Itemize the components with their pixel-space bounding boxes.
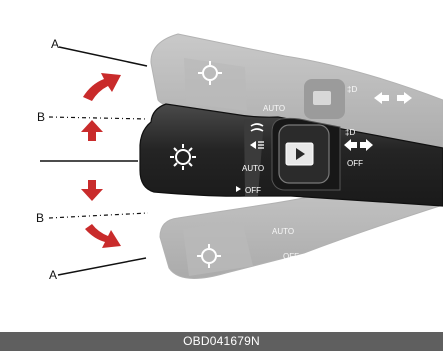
label-a-bottom: A bbox=[49, 268, 57, 282]
off-label: OFF bbox=[245, 186, 261, 195]
label-b-top: B bbox=[37, 110, 45, 124]
figure-code: OBD041679N bbox=[183, 334, 260, 348]
label-b-bottom: B bbox=[36, 211, 44, 225]
ghost-bottom-auto-label: AUTO bbox=[272, 227, 294, 236]
side-fog-text: ‡D bbox=[345, 128, 355, 137]
ghost-bottom-off-label: OFF bbox=[283, 252, 299, 261]
ghost-fog-icon-text: ‡D bbox=[347, 85, 357, 94]
label-a-top: A bbox=[51, 37, 59, 51]
figure-code-bar: OBD041679N bbox=[0, 332, 443, 351]
ghost-auto-label: AUTO bbox=[263, 104, 285, 113]
off-side-label: OFF bbox=[347, 159, 363, 168]
auto-label: AUTO bbox=[242, 164, 264, 173]
